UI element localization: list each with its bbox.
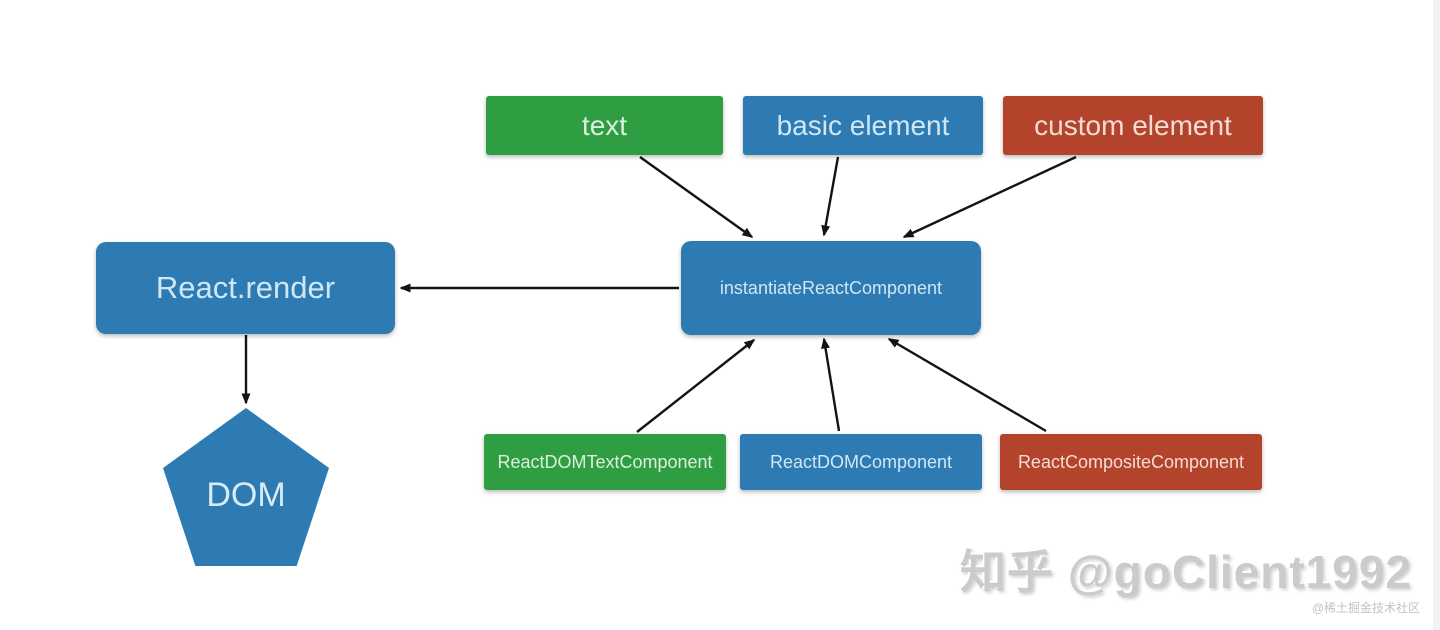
node-text: text [486, 96, 723, 155]
edge-text-to-instantiate [639, 156, 754, 238]
watermark-juejin-community: @稀土掘金技术社区 [1311, 601, 1420, 615]
node-react-composite-component: ReactCompositeComponent [1000, 434, 1262, 490]
edge-react-composite-component-to-instantiate [887, 337, 1047, 433]
node-react-render-label: React.render [155, 270, 336, 305]
edge-custom-element-to-instantiate [902, 155, 1077, 239]
node-react-dom-text-component-label: ReactDOMTextComponent [497, 451, 713, 472]
node-react-render: React.render [96, 242, 395, 334]
node-text-label: text [581, 109, 628, 141]
watermark-zhihu: 知乎 @goClient1992 [960, 546, 1412, 598]
node-react-dom-text-component: ReactDOMTextComponent [484, 434, 726, 490]
node-instantiate-react-component-label: instantiateReactComponent [719, 277, 943, 298]
node-react-composite-component-label: ReactCompositeComponent [1017, 451, 1245, 472]
node-react-dom-component-label: ReactDOMComponent [769, 451, 953, 472]
node-custom-element-label: custom element [1034, 109, 1232, 141]
right-edge-strip [1433, 0, 1440, 630]
node-basic-element-label: basic element [776, 109, 950, 141]
node-custom-element: custom element [1003, 96, 1263, 155]
node-dom-pentagon: DOM [163, 408, 329, 566]
edge-react-dom-text-component-to-instantiate [636, 339, 756, 433]
node-instantiate-react-component: instantiateReactComponent [681, 241, 981, 335]
node-react-dom-component: ReactDOMComponent [740, 434, 982, 490]
node-basic-element: basic element [743, 96, 983, 155]
edge-react-dom-component-to-instantiate [821, 337, 841, 432]
node-dom-label: DOM [206, 475, 286, 514]
edge-basic-element-to-instantiate [821, 156, 840, 237]
